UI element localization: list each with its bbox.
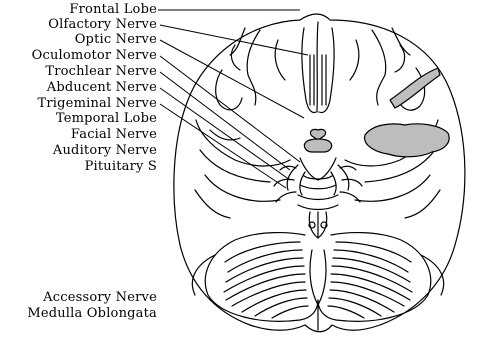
vermis	[310, 250, 326, 305]
sylvian-strip-right	[390, 68, 440, 108]
cerebellum-right	[318, 233, 431, 322]
pituitary-gland	[304, 139, 331, 152]
brain-outline	[174, 14, 465, 332]
longitudinal-fissure	[317, 22, 318, 112]
cerebellum-left	[205, 233, 318, 322]
temporal-highlight-right	[365, 124, 450, 157]
leader-trigeminal-nerve	[160, 104, 286, 188]
leader-abducent-nerve	[160, 88, 290, 180]
leader-olfactory-nerve	[160, 25, 308, 55]
pons	[300, 185, 336, 189]
leader-trochlear-nerve	[160, 72, 290, 170]
